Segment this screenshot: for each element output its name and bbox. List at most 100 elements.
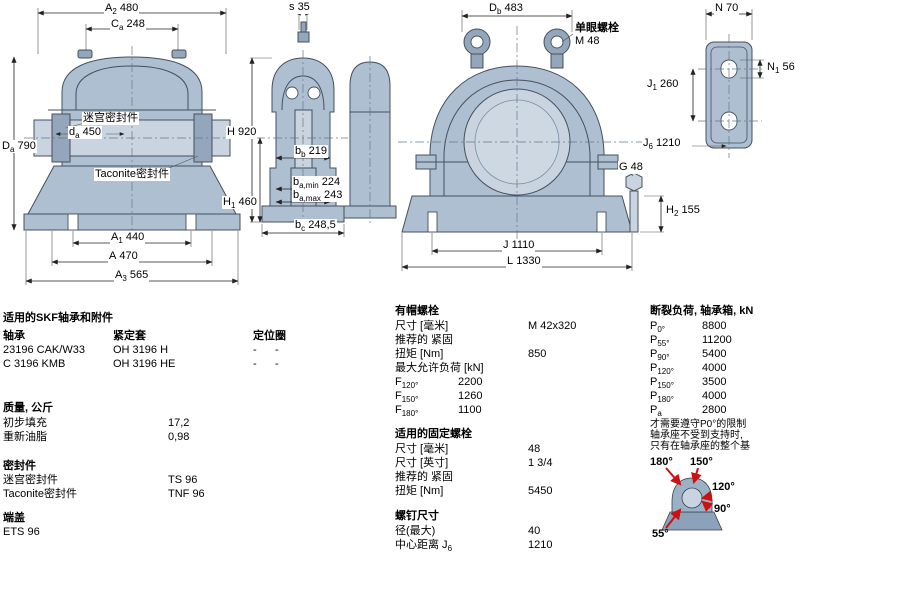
drawing-front-view bbox=[11, 8, 241, 285]
seal-row-value: TS 96 bbox=[168, 474, 198, 486]
load-f120-value: 2200 bbox=[458, 376, 483, 388]
angle-label-150: 150° bbox=[690, 456, 713, 468]
attachment-torque-label: 扭矩 [Nm] bbox=[395, 485, 444, 497]
load-f150-value: 1260 bbox=[458, 390, 483, 402]
attachment-bolt-shaft bbox=[629, 190, 639, 233]
attachment-bolts-title: 适用的固定螺栓 bbox=[395, 428, 472, 440]
cap-bolts-max-load-label: 最大允许负荷 [kN] bbox=[395, 362, 484, 374]
dim-L: L 1330 bbox=[506, 255, 542, 269]
end-cover-value: ETS 96 bbox=[3, 526, 40, 538]
attachment-size-mm-value: 48 bbox=[528, 443, 541, 455]
bearing-row-designation: 23196 CAK/W33 bbox=[3, 344, 85, 356]
load-p120-value: 4000 bbox=[702, 362, 727, 374]
technical-drawings bbox=[11, 8, 764, 285]
load-p0-value: 8800 bbox=[702, 320, 727, 332]
dim-bc: bc 248,5 bbox=[294, 219, 337, 234]
dim-A1: A1 440 bbox=[110, 231, 146, 246]
load-p120-label: P120° bbox=[650, 362, 674, 377]
breaking-loads-note-line: 才需要遵守P0°的限制 bbox=[650, 419, 747, 430]
cap-bolts-recommended-label: 推荐的 紧固 bbox=[395, 334, 454, 346]
col-bearing: 轴承 bbox=[3, 330, 25, 342]
load-p180-label: P180° bbox=[650, 390, 674, 405]
roller bbox=[285, 86, 299, 100]
mass-row-label: 初步填充 bbox=[3, 417, 47, 429]
ring-dash: - bbox=[275, 344, 279, 356]
dim-A: A 470 bbox=[108, 250, 139, 264]
load-p90-label: P90° bbox=[650, 348, 670, 363]
dim-H: H 920 bbox=[226, 126, 258, 140]
dim-N1: N1 56 bbox=[766, 61, 796, 76]
ring-dash: - bbox=[253, 358, 257, 370]
seal-label-labyrinth: 迷宫密封件 bbox=[82, 112, 139, 126]
angle-label-180: 180° bbox=[650, 456, 673, 468]
dim-N: N 70 bbox=[714, 2, 740, 16]
bolt-dia-value: 40 bbox=[528, 525, 541, 537]
dim-G: G 48 bbox=[618, 161, 644, 175]
mount-angle-diagram bbox=[661, 467, 723, 531]
breaking-loads-title: 断裂负荷, 轴承箱, kN bbox=[650, 305, 754, 317]
mass-row-label: 重新油脂 bbox=[3, 431, 47, 443]
eyebolt-size-label: M 48 bbox=[575, 35, 600, 47]
angle-label-90: 90° bbox=[714, 503, 731, 515]
cap-bolts-torque-value: 850 bbox=[528, 348, 547, 360]
load-p150-value: 3500 bbox=[702, 376, 727, 388]
bearing-row-designation: C 3196 KMB bbox=[3, 358, 66, 370]
dim-ba-min: ba,min 224 bbox=[292, 176, 342, 191]
seal-row-label: 迷宫密封件 bbox=[3, 474, 58, 486]
dim-s: s 35 bbox=[288, 1, 311, 15]
load-f120-label: F120° bbox=[395, 376, 419, 391]
col-sleeve: 紧定套 bbox=[113, 330, 146, 342]
dim-A2: A2 480 bbox=[104, 2, 140, 17]
load-p55-value: 11200 bbox=[702, 334, 732, 346]
grease-nipple bbox=[300, 21, 307, 33]
adapter-sleeve bbox=[294, 109, 313, 169]
base-bolt-hole bbox=[596, 211, 607, 233]
col-ring: 定位圈 bbox=[253, 330, 286, 342]
bolt-cc-label: 中心距离 J6 bbox=[395, 539, 453, 554]
mass-row-value: 0,98 bbox=[168, 431, 190, 443]
load-p55-label: P55° bbox=[650, 334, 670, 349]
bearings-title: 适用的SKF轴承和附件 bbox=[3, 312, 113, 324]
attachment-size-in-label: 尺寸 [英寸] bbox=[395, 457, 449, 469]
base-bolt-hole bbox=[427, 211, 438, 233]
attachment-torque-value: 5450 bbox=[528, 485, 553, 497]
cap-bolt-boss bbox=[77, 49, 93, 59]
angle-label-55: 55° bbox=[652, 528, 669, 540]
load-p150-label: P150° bbox=[650, 376, 674, 391]
load-f180-label: F180° bbox=[395, 404, 419, 419]
cap-bolt-boss bbox=[171, 49, 187, 59]
drawing-section-view bbox=[249, 8, 397, 237]
angle-arrows bbox=[665, 467, 714, 529]
dim-ba-max: ba,max 243 bbox=[292, 189, 344, 204]
bolt-cc-value: 1210 bbox=[528, 539, 553, 551]
load-p180-value: 4000 bbox=[702, 390, 727, 402]
seal-row-value: TNF 96 bbox=[168, 488, 205, 500]
bolt-dia-label: 径(最大) bbox=[395, 525, 436, 537]
bolt-dims-title: 螺钉尺寸 bbox=[395, 510, 439, 522]
dim-Da: Da 790 bbox=[1, 140, 37, 155]
dim-da: da 450 bbox=[68, 126, 102, 141]
foot-bolt-hole bbox=[67, 213, 79, 231]
cap-bolts-torque-label: 扭矩 [Nm] bbox=[395, 348, 444, 360]
dim-A3: A3 565 bbox=[114, 269, 150, 284]
dim-H2: H2 155 bbox=[665, 204, 701, 219]
mass-row-value: 17,2 bbox=[168, 417, 190, 429]
mini-bore-circle bbox=[681, 487, 703, 509]
dim-J: J 1110 bbox=[502, 239, 536, 253]
cap-bolts-size-label: 尺寸 [毫米] bbox=[395, 320, 449, 332]
attachment-recommended-label: 推荐的 紧固 bbox=[395, 471, 454, 483]
drawing-top-view bbox=[690, 9, 764, 158]
dim-H1: H1 460 bbox=[222, 196, 258, 211]
attachment-bolt-head bbox=[625, 172, 643, 192]
dim-bb: bb 219 bbox=[294, 145, 328, 160]
seal-label-taconite: Taconite密封件 bbox=[94, 168, 170, 182]
dim-J1: J1 260 bbox=[646, 78, 680, 93]
load-pa-value: 2800 bbox=[702, 404, 727, 416]
drawing-housing-front bbox=[398, 10, 664, 271]
mass-title: 质量, 公斤 bbox=[3, 402, 54, 414]
ring-dash: - bbox=[253, 344, 257, 356]
dim-Ca: Ca 248 bbox=[110, 18, 146, 33]
load-p90-value: 5400 bbox=[702, 348, 727, 360]
seal-row-label: Taconite密封件 bbox=[3, 488, 77, 500]
